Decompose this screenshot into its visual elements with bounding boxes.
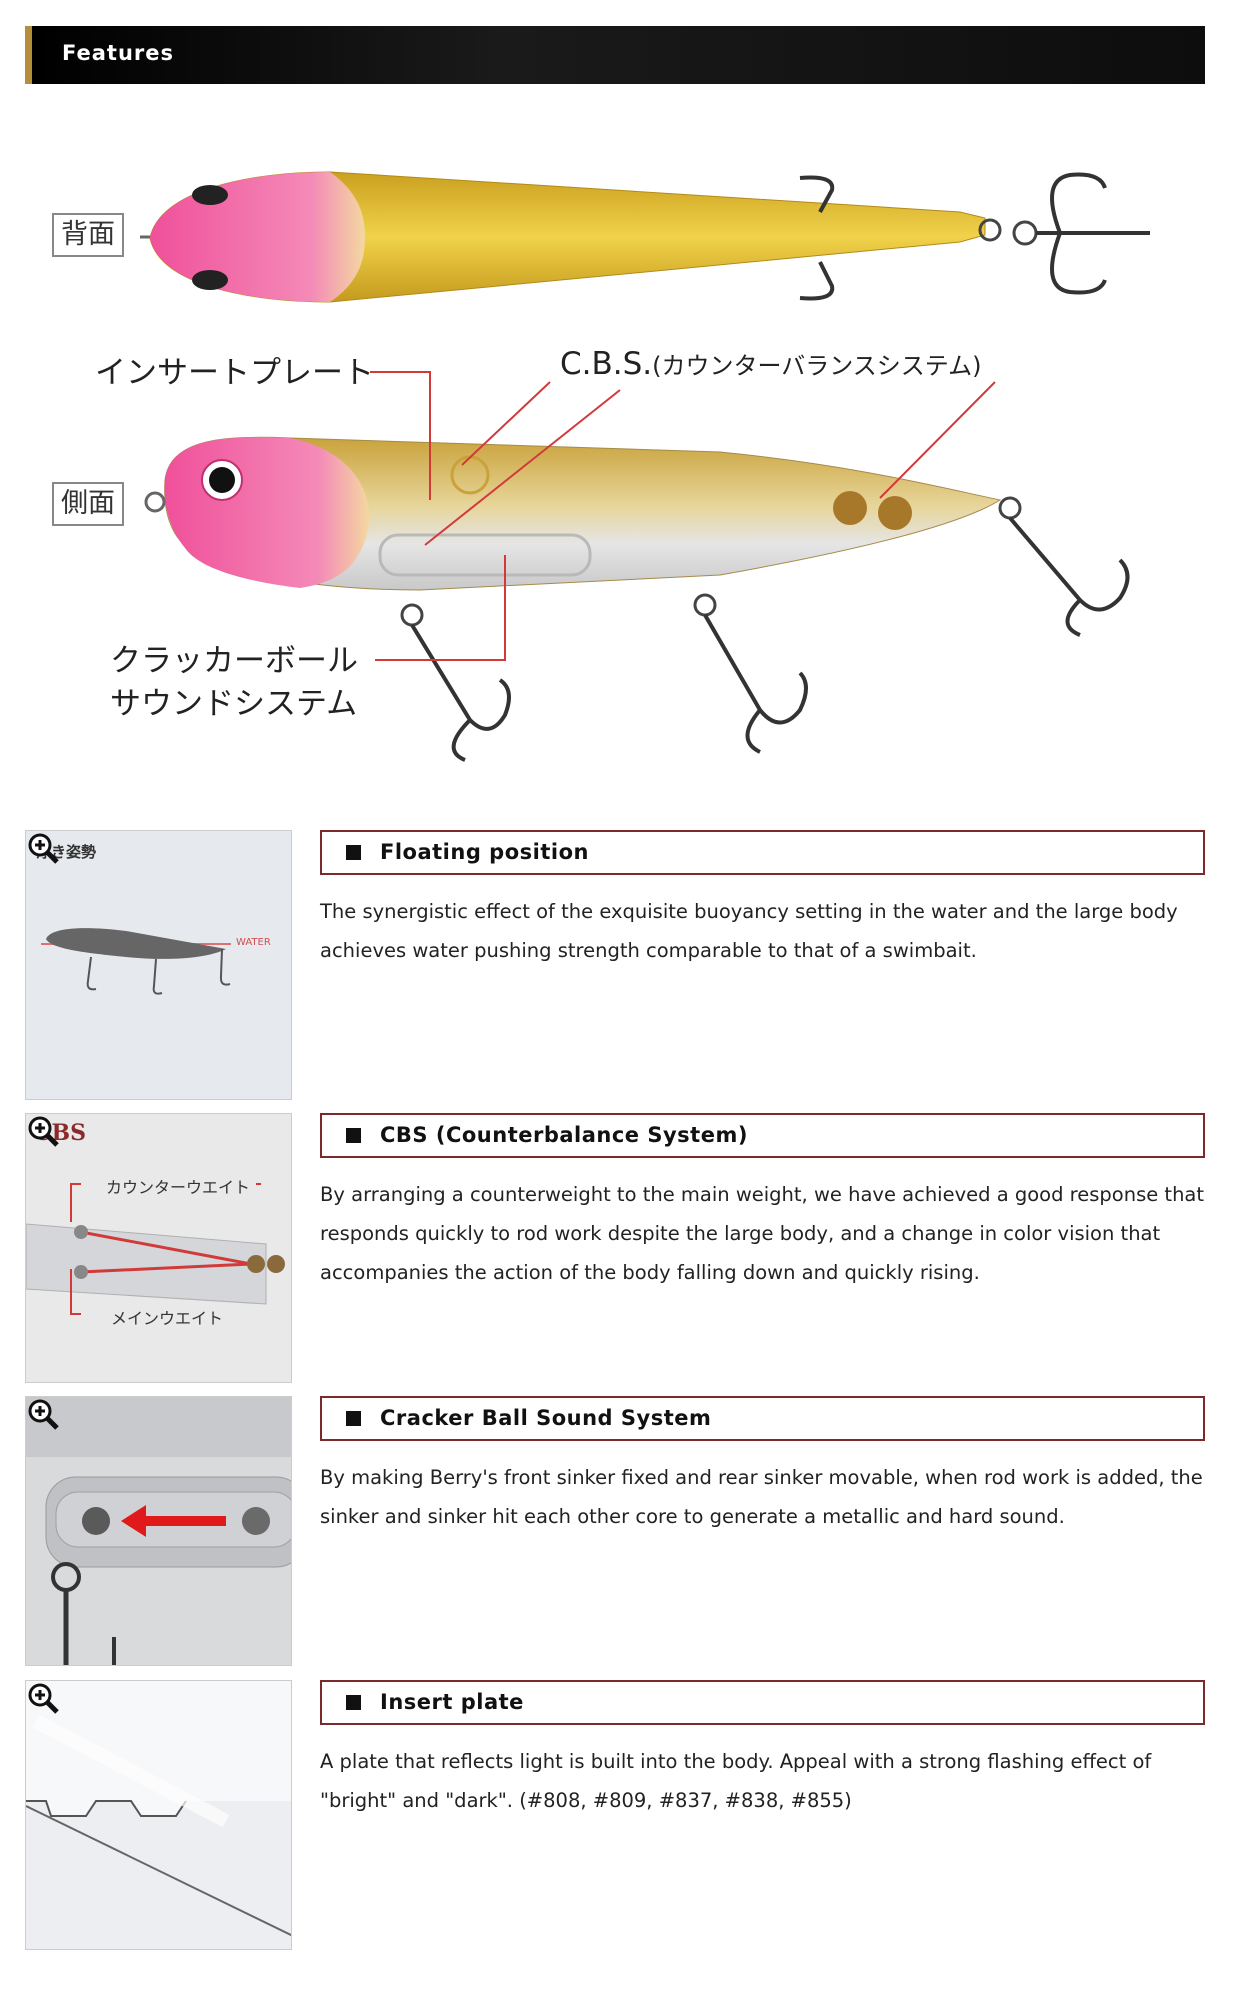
callout-lines xyxy=(370,371,996,661)
top-view-lure xyxy=(140,171,1150,303)
counter-weight-label: カウンターウエイト xyxy=(106,1178,251,1197)
insert-plate-illustration xyxy=(26,1681,291,1937)
feature-cracker-ball: Cracker Ball Sound System By making Berr… xyxy=(25,1396,1205,1666)
zoom-in-icon[interactable] xyxy=(26,1681,60,1715)
lure-illustration xyxy=(140,171,1150,762)
cbs-callout: C.B.S.(カウンターバランスシステム) xyxy=(560,343,981,387)
zoom-in-icon[interactable] xyxy=(26,1397,60,1431)
bullet-square-icon xyxy=(346,845,361,860)
lure-diagram: 背面 側面 インサートプレート C.B.S.(カウンターバランスシステム) クラ… xyxy=(0,120,1254,780)
feature-title-box: CBS (Counterbalance System) xyxy=(320,1113,1205,1158)
cracker-ball-thumbnail[interactable] xyxy=(25,1396,292,1666)
floating-position-thumbnail[interactable]: 浮き姿勢 WATER xyxy=(25,830,292,1100)
feature-title-box: Floating position xyxy=(320,830,1205,875)
cbs-callout-sub: (カウンターバランスシステム) xyxy=(652,352,982,380)
features-header-title: Features xyxy=(62,41,174,65)
bullet-square-icon xyxy=(346,1695,361,1710)
cracker-callout-line1: クラッカーボール xyxy=(110,643,358,679)
side-view-label: 側面 xyxy=(52,482,124,526)
feature-cbs: CBS カウンターウエイト メインウエイト CBS (Counterbalanc… xyxy=(25,1113,1205,1383)
feature-insert-plate: Insert plate A plate that reflects light… xyxy=(25,1680,1205,1950)
feature-description: By arranging a counterweight to the main… xyxy=(320,1183,1205,1284)
floating-lure-illustration xyxy=(41,928,231,995)
insert-plate-thumbnail[interactable] xyxy=(25,1680,292,1950)
feature-floating-position: 浮き姿勢 WATER Floating position The synergi… xyxy=(25,830,1205,1100)
cracker-ball-illustration xyxy=(26,1397,291,1665)
main-weight-label: メインウエイト xyxy=(111,1309,224,1328)
feature-title: Cracker Ball Sound System xyxy=(380,1406,712,1430)
bullet-square-icon xyxy=(346,1128,361,1143)
feature-title: Floating position xyxy=(380,840,589,864)
cbs-thumbnail[interactable]: CBS カウンターウエイト メインウエイト xyxy=(25,1113,292,1383)
side-view-lure xyxy=(144,436,1130,762)
cbs-callout-main: C.B.S. xyxy=(560,346,653,382)
cbs-weights-illustration xyxy=(26,1183,285,1315)
feature-description: A plate that reflects light is built int… xyxy=(320,1750,1152,1812)
feature-description: By making Berry's front sinker fixed and… xyxy=(320,1466,1203,1528)
water-label: WATER xyxy=(236,937,271,948)
bullet-square-icon xyxy=(346,1411,361,1426)
feature-title: CBS (Counterbalance System) xyxy=(380,1123,748,1147)
feature-description: The synergistic effect of the exquisite … xyxy=(320,900,1178,962)
feature-title-box: Insert plate xyxy=(320,1680,1205,1725)
feature-title: Insert plate xyxy=(380,1690,524,1714)
features-header: Features xyxy=(25,26,1205,84)
zoom-in-icon[interactable] xyxy=(26,1114,60,1148)
cracker-callout-line2: サウンドシステム xyxy=(110,686,358,722)
zoom-in-icon[interactable] xyxy=(26,831,60,865)
top-view-label: 背面 xyxy=(52,213,124,257)
feature-title-box: Cracker Ball Sound System xyxy=(320,1396,1205,1441)
insert-plate-callout: インサートプレート xyxy=(95,355,374,391)
